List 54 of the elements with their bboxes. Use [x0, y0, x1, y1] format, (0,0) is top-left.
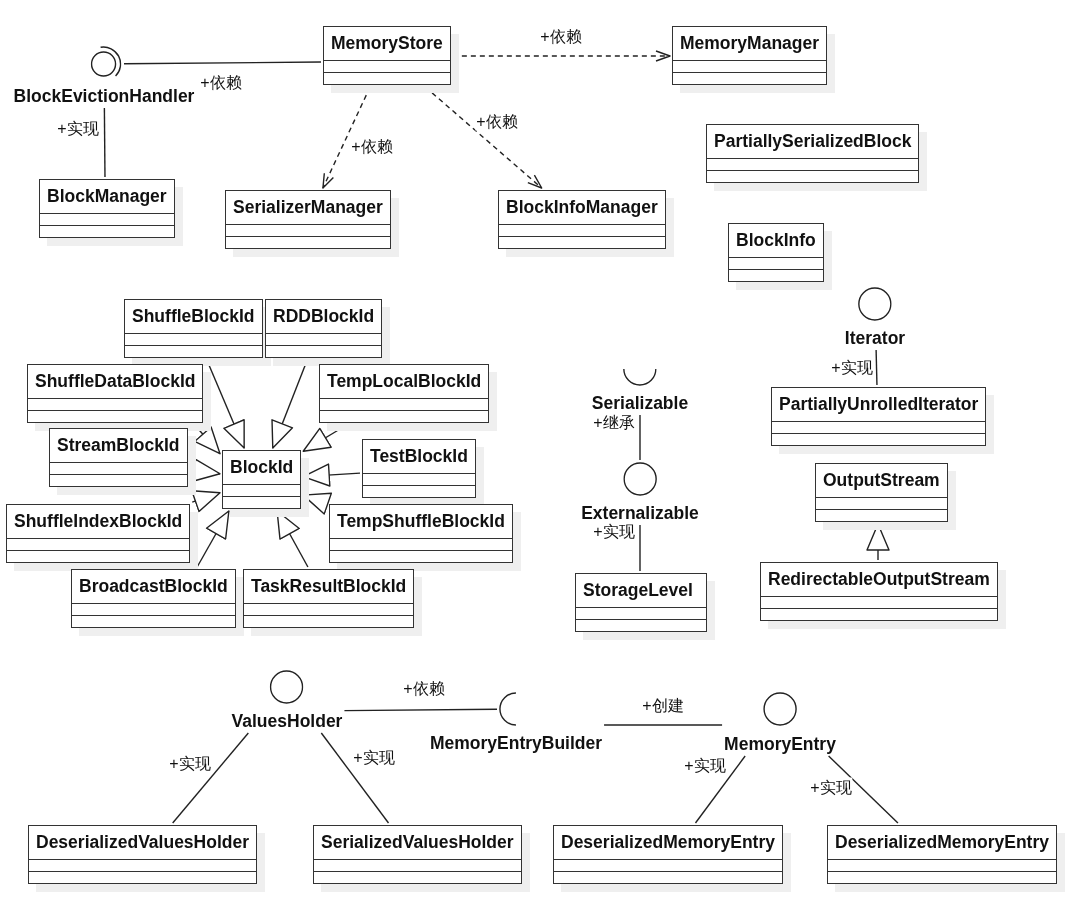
edge-label: +实现 [168, 753, 212, 773]
class-name: TaskResultBlockId [250, 575, 408, 598]
class-name: BroadcastBlockId [78, 575, 229, 598]
class-name: RDDBlockId [272, 305, 376, 328]
class-name: ShuffleIndexBlockId [13, 510, 184, 533]
class-name: SerializerManager [232, 196, 384, 219]
edge-label: +依赖 [402, 678, 446, 698]
edge-label: +实现 [809, 777, 853, 797]
connector-line [123, 61, 322, 65]
edge-label: +依赖 [199, 72, 243, 92]
connector-line [343, 708, 498, 712]
class-name: DeserializedMemoryEntry [834, 831, 1050, 854]
interface-name: MemoryEntry [724, 734, 836, 754]
class-name: SerializedValuesHolder [320, 831, 515, 854]
class-name: ShuffleBlockId [131, 305, 256, 328]
class-name: TempShuffleBlockId [336, 510, 506, 533]
class-name: OutputStream [822, 469, 941, 492]
class-name: MemoryManager [679, 32, 821, 55]
edge-label: +实现 [352, 747, 396, 767]
edge-label: +实现 [592, 521, 636, 541]
edge-label: +实现 [830, 357, 874, 377]
edge-label: +实现 [56, 118, 100, 138]
class-name: DeserializedValuesHolder [35, 831, 251, 854]
connector-line [320, 732, 390, 824]
class-name: TestBlockId [369, 445, 469, 468]
class-name: StreamBlockId [56, 434, 181, 457]
connector-line [875, 349, 878, 386]
connector-line [103, 107, 106, 178]
edge-label: +依赖 [350, 136, 394, 156]
class-name: BlockInfoManager [505, 196, 659, 219]
connector-line [603, 724, 723, 726]
connector-line [639, 524, 641, 572]
edge-label: +实现 [683, 755, 727, 775]
edge-label: +依赖 [475, 111, 519, 131]
class-name: MemoryStore [330, 32, 444, 55]
class-name: BlockId [229, 456, 295, 479]
class-name: BlockManager [46, 185, 168, 208]
interface-name: MemoryEntryBuilder [429, 733, 603, 753]
class-name: RedirectableOutputStream [767, 568, 991, 591]
edge-label: +创建 [641, 695, 685, 715]
edge-label: +继承 [592, 412, 636, 432]
class-name: PartiallySerializedBlock [713, 130, 913, 153]
class-name: TempLocalBlockId [326, 370, 483, 393]
connector-line [827, 755, 899, 824]
connector-line [694, 755, 746, 824]
class-name: BlockInfo [735, 229, 817, 252]
class-name: StorageLevel [582, 579, 694, 602]
class-name: ShuffleDataBlockId [34, 370, 197, 393]
edge-label: +依赖 [539, 26, 583, 46]
connector-line [639, 414, 641, 461]
class-name: DeserializedMemoryEntry [560, 831, 776, 854]
generalization-arrow [191, 490, 221, 513]
connector-line [172, 732, 250, 824]
class-name: PartiallyUnrolledIterator [778, 393, 980, 416]
